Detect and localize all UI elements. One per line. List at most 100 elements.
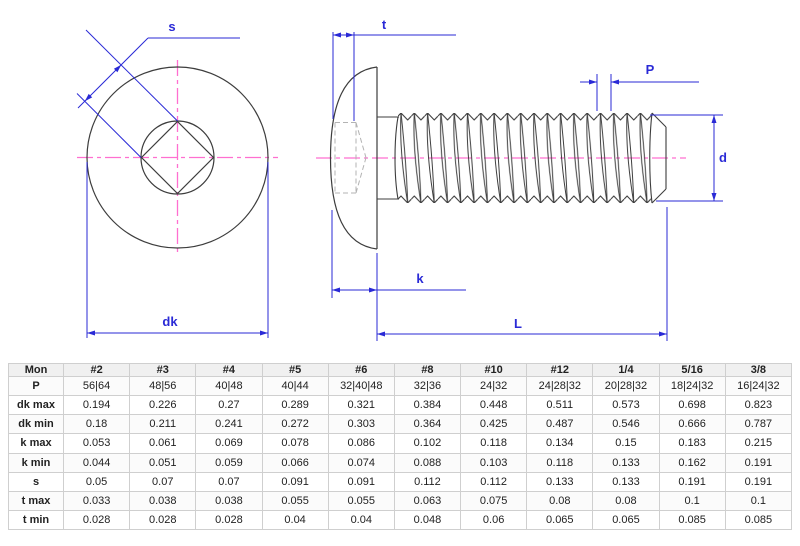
- table-cell: 0.321: [327, 395, 395, 416]
- dim-label-t: t: [382, 17, 387, 32]
- table-cell: 40|44: [261, 375, 329, 397]
- table-cell: 0.048: [393, 509, 462, 531]
- table-cell: 0.055: [261, 490, 329, 511]
- table-cell: 0.133: [592, 452, 660, 473]
- table-cell: 0.573: [592, 395, 660, 416]
- table-cell: 0.028: [195, 509, 263, 531]
- table-cell: 0.038: [195, 490, 263, 511]
- table-cell: 0.069: [195, 433, 263, 454]
- table-cell: 0.059: [195, 452, 263, 473]
- table-cell: 18|24|32: [658, 375, 726, 397]
- table-cell: 0.162: [658, 452, 726, 473]
- table-cell: 0.063: [393, 490, 462, 511]
- table-cell: 20|28|32: [592, 375, 660, 397]
- table-cell: 0.044: [62, 452, 131, 473]
- technical-drawing: s dk: [76, 17, 727, 341]
- side-view: t P d k: [316, 17, 727, 341]
- table-cell: 0.102: [393, 433, 462, 454]
- table-row-label: t max: [8, 490, 64, 511]
- table-corner-header: Mon: [8, 363, 64, 377]
- table-cell: 0.1: [724, 490, 793, 511]
- table-cell: 0.546: [592, 414, 660, 435]
- dim-label-p: P: [646, 62, 655, 77]
- table-cell: 0.103: [460, 452, 528, 473]
- dimension-k: [331, 210, 466, 298]
- head-outline-circle: [86, 66, 269, 249]
- dim-label-dk: dk: [162, 314, 178, 329]
- table-cell: 0.065: [526, 509, 594, 531]
- table-column-header: #2: [62, 363, 131, 377]
- dim-label-s: s: [168, 19, 175, 34]
- dimension-p: [580, 74, 699, 111]
- table-cell: 0.085: [724, 509, 793, 531]
- table-cell: 0.191: [724, 452, 793, 473]
- table-cell: 0.384: [393, 395, 462, 416]
- table-cell: 0.065: [592, 509, 660, 531]
- table-cell: 0.08: [592, 490, 660, 511]
- table-cell: 0.051: [129, 452, 197, 473]
- table-cell: 0.118: [526, 452, 594, 473]
- dimension-l: [376, 207, 668, 341]
- table-cell: 0.053: [62, 433, 131, 454]
- table-cell: 0.04: [327, 509, 395, 531]
- table-cell: 0.215: [724, 433, 793, 454]
- table-cell: 0.066: [261, 452, 329, 473]
- dimension-s: [76, 29, 240, 158]
- thread-runout-flank: [394, 116, 399, 200]
- table-cell: 0.226: [129, 395, 197, 416]
- table-cell: 0.118: [460, 433, 528, 454]
- table-cell: 0.211: [129, 414, 197, 435]
- table-cell: 0.074: [327, 452, 395, 473]
- table-cell: 0.272: [261, 414, 329, 435]
- table-cell: 0.18: [62, 414, 131, 435]
- table-cell: 0.698: [658, 395, 726, 416]
- table-cell: 24|32: [460, 375, 528, 397]
- table-cell: 0.091: [261, 471, 329, 492]
- table-column-header: #6: [327, 363, 395, 377]
- table-cell: 0.448: [460, 395, 528, 416]
- table-cell: 0.07: [129, 471, 197, 492]
- table-cell: 0.061: [129, 433, 197, 454]
- table-cell: 0.028: [129, 509, 197, 531]
- table-row-label: s: [8, 471, 64, 492]
- end-chamfer: [649, 112, 667, 204]
- table-column-header: #10: [460, 363, 528, 377]
- table-row-label: P: [8, 375, 64, 397]
- table-cell: 0.08: [526, 490, 594, 511]
- table-cell: 0.112: [393, 471, 462, 492]
- table-cell: 0.133: [592, 471, 660, 492]
- table-cell: 0.241: [195, 414, 263, 435]
- table-cell: 0.303: [327, 414, 395, 435]
- table-column-header: 3/8: [724, 363, 793, 377]
- table-column-header: 5/16: [658, 363, 726, 377]
- head-dome-outline: [329, 66, 378, 250]
- hidden-socket-lines: [334, 122, 367, 194]
- table-cell: 0.088: [393, 452, 462, 473]
- dimension-d: [650, 114, 723, 202]
- table-cell: 0.1: [658, 490, 726, 511]
- dim-label-d: d: [719, 150, 727, 165]
- table-cell: 0.075: [460, 490, 528, 511]
- table-cell: 0.038: [129, 490, 197, 511]
- table-column-header: #12: [526, 363, 594, 377]
- table-cell: 0.07: [195, 471, 263, 492]
- table-cell: 40|48: [195, 375, 263, 397]
- table-cell: 48|56: [129, 375, 197, 397]
- table-cell: 0.15: [592, 433, 660, 454]
- table-cell: 0.04: [261, 509, 329, 531]
- table-column-header: #5: [261, 363, 329, 377]
- table-cell: 0.823: [724, 395, 793, 416]
- table-cell: 32|36: [393, 375, 462, 397]
- table-cell: 0.183: [658, 433, 726, 454]
- table-cell: 56|64: [62, 375, 131, 397]
- table-cell: 0.191: [658, 471, 726, 492]
